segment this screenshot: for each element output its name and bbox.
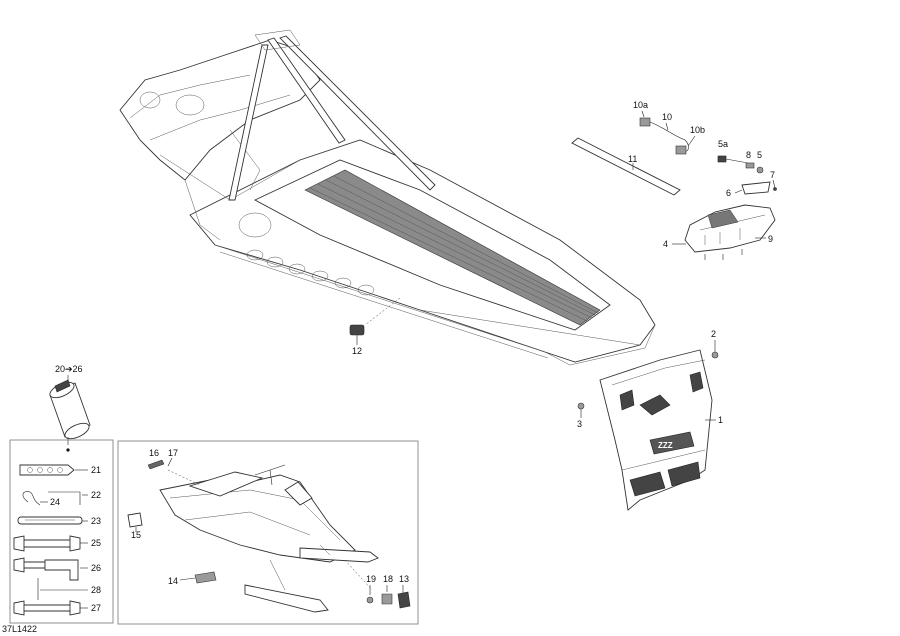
callout-27: 27 [91, 603, 101, 613]
part-12-clip: 12 [349, 324, 365, 356]
diagram-code: 37L1422 [2, 624, 37, 634]
chassis-tunnel-drawing [119, 29, 656, 366]
callout-1: 1 [718, 415, 723, 425]
tool-kit-assembly: 20➔26 21 22 24 23 [9, 364, 114, 624]
svg-text:ZZZ: ZZZ [658, 441, 673, 450]
callout-23: 23 [91, 516, 101, 526]
callout-2: 2 [711, 329, 716, 339]
screws [704, 249, 743, 260]
callout-5: 5 [757, 150, 762, 160]
support-struts [228, 29, 436, 201]
callout-5a: 5a [718, 139, 728, 149]
callout-22: 22 [91, 490, 101, 500]
callout-11: 11 [628, 154, 637, 164]
callout-17: 17 [168, 448, 178, 458]
callout-14: 14 [168, 576, 178, 586]
tunnel-side-holes [238, 212, 375, 296]
callout-24: 24 [50, 497, 60, 507]
callout-6: 6 [726, 188, 731, 198]
callout-15: 15 [131, 530, 141, 540]
callout-12: 12 [352, 346, 362, 356]
callout-7: 7 [770, 170, 775, 180]
callout-26: 26 [91, 563, 101, 573]
callout-13: 13 [399, 574, 409, 584]
callout-25: 25 [91, 538, 101, 548]
callout-10: 10 [662, 112, 672, 122]
taillight-assembly: 11 10a 10 10b 5a 8 5 6 7 4 9 [571, 100, 777, 260]
callout-16: 16 [149, 448, 159, 458]
callout-10b: 10b [690, 125, 705, 135]
callout-18: 18 [383, 574, 393, 584]
callout-20-26: 20➔26 [55, 364, 83, 374]
callout-21: 21 [91, 465, 101, 475]
callout-19: 19 [366, 574, 376, 584]
sled-inset: 16 17 15 14 19 18 13 [117, 440, 419, 625]
callout-4: 4 [663, 239, 668, 249]
callout-8: 8 [746, 150, 751, 160]
heat-exchanger [304, 169, 601, 326]
callout-28: 28 [91, 585, 101, 595]
snowflap-assembly: ZZZ 2 3 1 [577, 329, 723, 511]
callout-3: 3 [577, 419, 582, 429]
callout-9: 9 [768, 234, 773, 244]
callout-10a: 10a [633, 100, 648, 110]
